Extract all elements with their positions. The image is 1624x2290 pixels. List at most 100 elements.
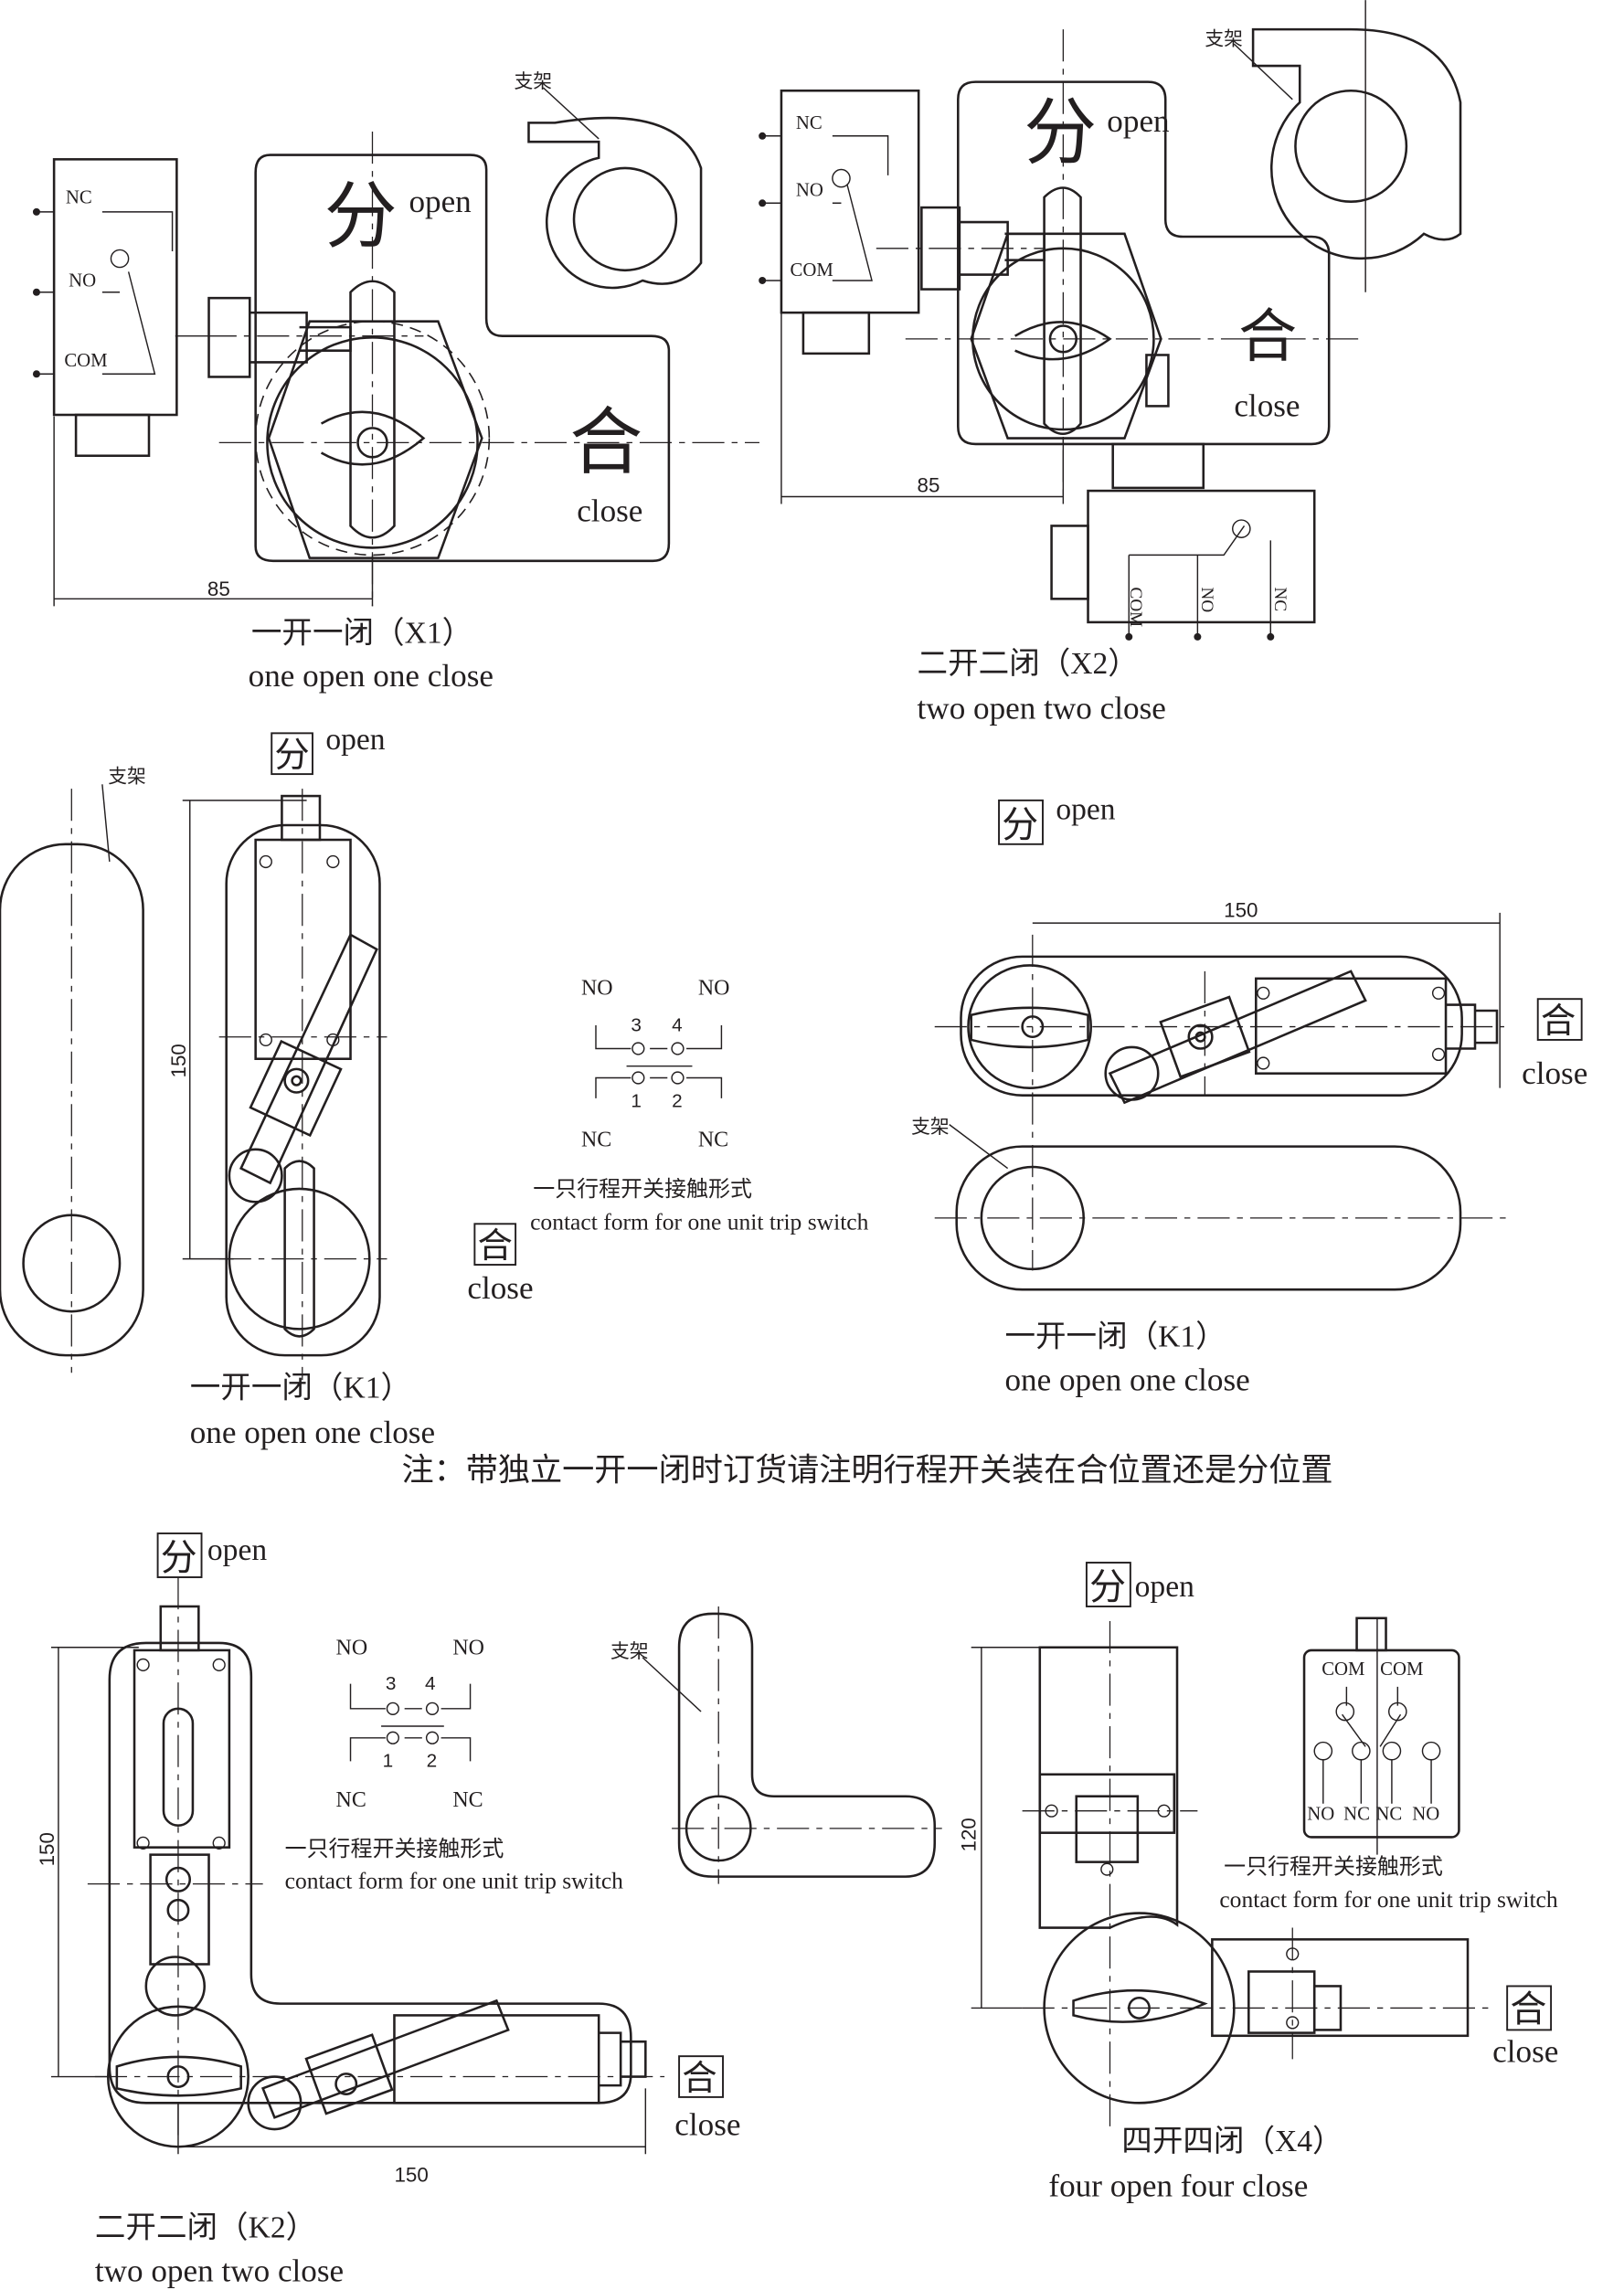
contact-form-2: NO NO 3 4 1 2 NC NC 一只行程开关接触形式 contact f… <box>285 1637 624 1894</box>
dimension-150 <box>182 800 307 1260</box>
trip-arm <box>260 1998 510 2119</box>
title-en: one open one close <box>190 1415 435 1450</box>
title-en: one open one close <box>249 658 494 694</box>
label-nc-2: NC <box>1375 1803 1402 1824</box>
coupler <box>207 296 251 378</box>
label-close-cn: 合 <box>569 404 642 484</box>
dimension-85 <box>780 313 1065 504</box>
caption-en: contact form for one unit trip switch <box>285 1867 624 1893</box>
bracket-plate <box>1038 1646 1179 1929</box>
dimension-label: 85 <box>207 578 230 600</box>
caption-en: contact form for one unit trip switch <box>1219 1886 1558 1913</box>
hex-nut <box>970 232 1162 440</box>
switch-base <box>74 413 151 458</box>
label-no-left: NO <box>336 1637 368 1660</box>
switch-body-2 <box>393 2014 600 2104</box>
caption-en: contact form for one unit trip switch <box>530 1209 869 1235</box>
terminal-1: 1 <box>631 1090 642 1111</box>
terminal-3: 3 <box>631 1014 642 1035</box>
diagram-x2: NC NO COM 支架 分 open 合 close 85 COM NO NC… <box>759 0 1462 726</box>
terminal-4: 4 <box>425 1673 436 1694</box>
dimension-label-vertical: 150 <box>36 1832 58 1866</box>
title-cn: 一开一闭（K1） <box>190 1371 411 1405</box>
bracket-plate <box>108 1641 632 2104</box>
label-bracket: 支架 <box>515 71 553 92</box>
caption-cn: 一只行程开关接触形式 <box>285 1837 504 1861</box>
label-close-cn: 合 <box>1510 1988 1546 2030</box>
label-nc-right: NC <box>452 1788 483 1812</box>
label-no: NO <box>69 270 96 291</box>
switch-wiring <box>36 211 174 375</box>
diagram-k2: 分 open 150 150 合 close 支架 二开二闭（K2） two o… <box>36 1532 942 2288</box>
label-nc-bottom: NC <box>1270 588 1290 612</box>
label-open: open <box>409 184 472 219</box>
terminal-1: 1 <box>383 1751 394 1772</box>
cam-lever <box>320 280 426 539</box>
contact-point <box>110 249 130 269</box>
bracket-part <box>1251 27 1462 260</box>
trip-arm <box>239 933 378 1185</box>
dimension-85 <box>53 416 374 607</box>
bracket-plate-2 <box>1211 1938 1470 2038</box>
title-en: four open four close <box>1048 2168 1308 2204</box>
label-open-cn: 分 <box>274 737 309 775</box>
caption-cn: 一只行程开关接触形式 <box>1224 1854 1443 1879</box>
dimension-label: 120 <box>957 1818 980 1851</box>
bracket-leader <box>542 87 600 140</box>
label-bracket: 支架 <box>1205 29 1243 50</box>
cam-disc <box>266 336 479 549</box>
label-close: close <box>1522 1055 1587 1091</box>
hex-nut <box>267 320 483 559</box>
label-bracket: 支架 <box>108 767 146 788</box>
bracket-plate <box>957 80 1331 446</box>
title-cn: 四开四闭（X4） <box>1121 2125 1343 2158</box>
label-close: close <box>1492 2034 1558 2070</box>
label-no-left: NO <box>581 976 613 1000</box>
label-close: close <box>577 493 642 529</box>
label-no-1: NO <box>1307 1803 1334 1824</box>
label-close-cn: 合 <box>478 1227 513 1266</box>
label-open-cn: 分 <box>324 177 398 258</box>
label-bracket: 支架 <box>911 1117 950 1138</box>
label-com: COM <box>64 350 107 371</box>
switch-body <box>133 1649 231 1849</box>
bracket-plate <box>225 823 381 1357</box>
switch-body <box>254 838 352 1060</box>
label-com-2: COM <box>1380 1659 1423 1680</box>
trip-arm <box>1108 970 1367 1105</box>
label-nc-left: NC <box>336 1788 366 1812</box>
label-close: close <box>467 1270 533 1306</box>
label-open: open <box>207 1533 267 1567</box>
label-nc: NC <box>66 186 92 207</box>
bracket-plate <box>960 955 1463 1097</box>
label-bracket: 支架 <box>610 1641 649 1662</box>
dimension-label: 150 <box>1224 899 1258 922</box>
label-nc-right: NC <box>698 1129 728 1152</box>
label-close-cn: 合 <box>682 2060 716 2098</box>
label-com: COM <box>791 260 833 281</box>
label-close: close <box>674 2106 740 2142</box>
diagram-x4: COM COM NO NC NC NO 一只行程开关接触形式 contact f… <box>957 1562 1558 2204</box>
title-cn: 二开二闭（X2） <box>918 647 1139 681</box>
contact-form-1: NO NO 3 4 1 2 NC NC 一只行程开关接触形式 contact f… <box>530 976 869 1235</box>
label-close: close <box>1234 388 1300 424</box>
label-com-bottom: COM <box>1126 588 1145 628</box>
label-open: open <box>1056 793 1115 827</box>
label-open-cn: 分 <box>1024 94 1097 175</box>
terminal-4: 4 <box>672 1014 683 1035</box>
dimension-label-horizontal: 150 <box>394 2164 428 2187</box>
dimension-120 <box>971 1647 1040 2009</box>
title-en: two open two close <box>918 690 1166 726</box>
lower-coupler <box>1111 442 1205 490</box>
label-open: open <box>1135 1570 1194 1604</box>
diagram-k1-left: 分 open 支架 150 合 close 一开一闭（K1） one open … <box>0 723 534 1450</box>
label-open-cn: 分 <box>1089 1566 1126 1607</box>
order-note: 注：带独立一开一闭时订货请注明行程开关装在合位置还是分位置 <box>401 1453 1332 1489</box>
bracket-part <box>527 116 703 290</box>
label-close-cn: 合 <box>1238 304 1297 369</box>
label-open: open <box>325 723 385 757</box>
terminal-3: 3 <box>386 1673 397 1694</box>
label-close-cn: 合 <box>1541 1002 1576 1041</box>
